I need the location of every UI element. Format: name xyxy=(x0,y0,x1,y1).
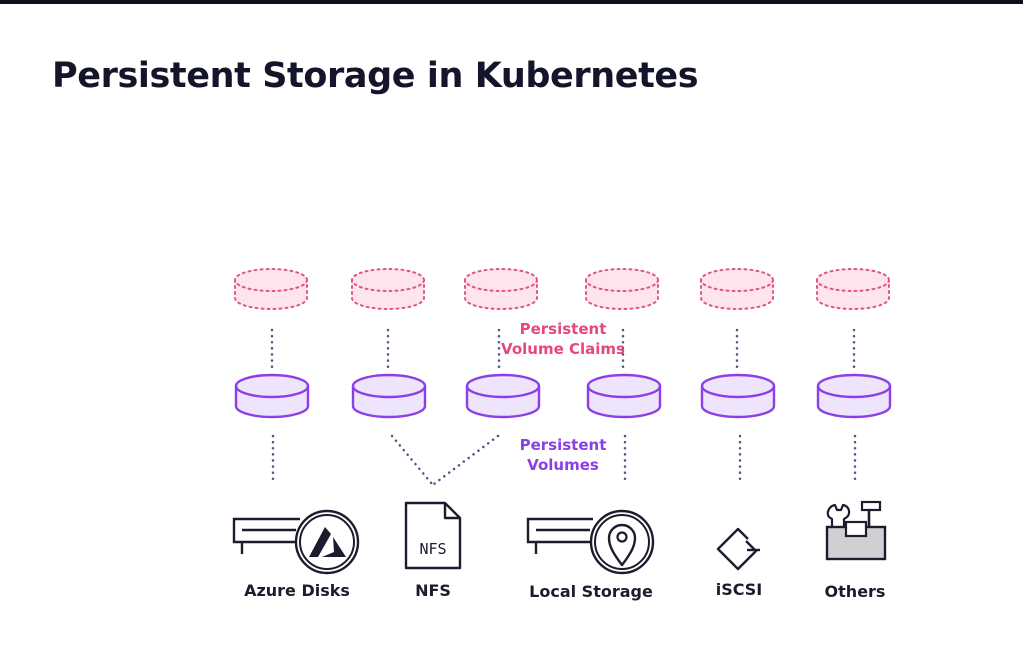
pv-disk xyxy=(351,373,427,419)
backend-label-nfs: NFS xyxy=(415,581,451,600)
pv-disk xyxy=(234,373,310,419)
pv-disk xyxy=(700,373,776,419)
page-title: Persistent Storage in Kubernetes xyxy=(52,56,699,96)
azure-disks-backend: Azure Disks xyxy=(232,509,360,600)
pv-disk xyxy=(465,373,541,419)
pv-disk xyxy=(816,373,892,419)
nfs-icon-text: NFS xyxy=(419,540,446,558)
iscsi-diamond-icon xyxy=(716,527,760,571)
server-icon xyxy=(526,517,593,554)
backend-label-azure-disks: Azure Disks xyxy=(244,581,350,600)
backend-label-local-storage: Local Storage xyxy=(529,582,653,601)
pv-disk xyxy=(586,373,662,419)
pv-row xyxy=(234,373,892,419)
toolbox-icon xyxy=(825,500,887,561)
local-storage-backend: Local Storage xyxy=(526,509,655,601)
pvc-row xyxy=(234,268,890,310)
pvc-disk xyxy=(234,268,308,310)
iscsi-backend: iSCSI xyxy=(716,527,763,599)
azure-logo-icon xyxy=(294,509,360,575)
pvc-disk xyxy=(700,268,774,310)
pvc-disk xyxy=(816,268,890,310)
backend-label-iscsi: iSCSI xyxy=(716,580,763,599)
others-backend: Others xyxy=(825,500,887,601)
pvc-disk xyxy=(585,268,659,310)
pv-label-line1: Persistent xyxy=(520,436,607,454)
pv-backend-connectors xyxy=(271,434,857,486)
server-icon xyxy=(232,517,300,554)
pvc-label-line2: Volume Claims xyxy=(501,340,625,358)
pvc-label-line1: Persistent xyxy=(520,320,607,338)
nfs-backend: NFS NFS xyxy=(404,501,462,600)
top-bar xyxy=(0,0,1023,4)
pvc-disk xyxy=(464,268,538,310)
location-pin-icon xyxy=(589,509,655,575)
pv-label-line2: Volumes xyxy=(527,456,599,474)
file-icon: NFS xyxy=(404,501,462,570)
pvc-pv-connectors xyxy=(270,328,856,370)
pvc-disk xyxy=(351,268,425,310)
backend-label-others: Others xyxy=(825,582,886,601)
